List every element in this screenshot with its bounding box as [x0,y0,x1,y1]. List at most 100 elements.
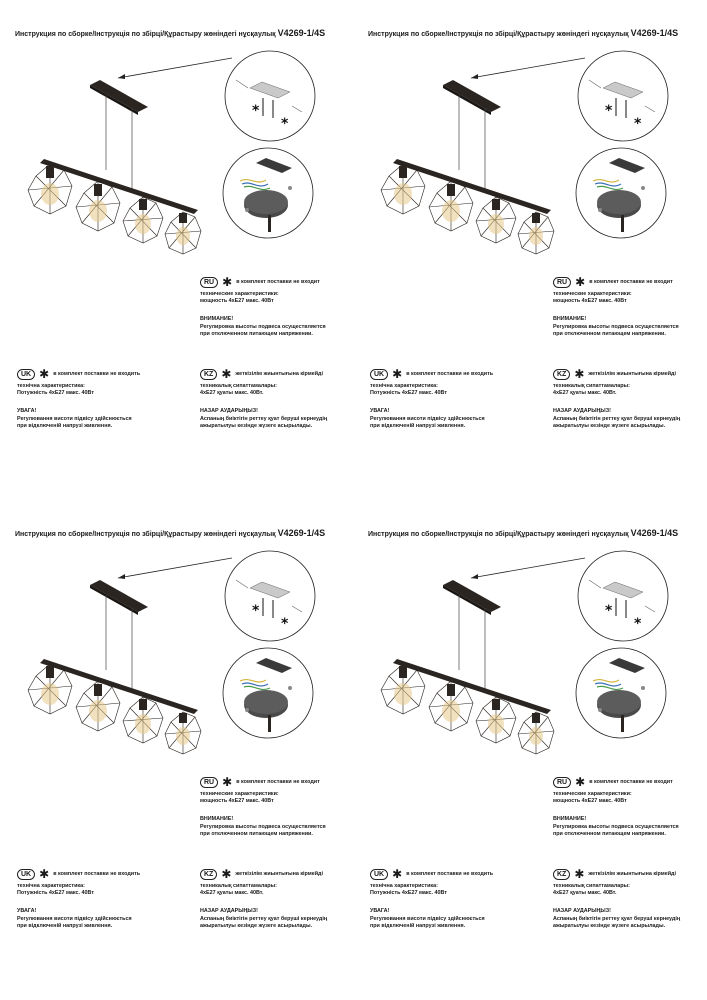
warning-line: при отключенном питающем напряжении. [200,830,313,837]
warning-line: Регулировка высоты подвеса осуществляетс… [200,823,326,830]
asterisk-icon: ✱ [575,775,586,789]
ru-section: RU ✱ в комплект поставки не входит техни… [200,775,326,838]
language-badge-uk: UK [17,869,36,880]
not-included-note: жеткізілім жиынтығына кірмейді [588,870,676,877]
asterisk-icon: ✱ [39,867,50,881]
warning-heading: ВНИМАНИЕ! [553,816,587,823]
warning-line: Регулювання висоти підвісу здійснюється [370,915,485,922]
chandelier-illustration: * * [380,50,669,255]
spec-value: 4хЕ27 қуаты макс. 40Вт. [553,390,617,397]
spec-value: 4хЕ27 қуаты макс. 40Вт. [200,890,264,897]
spec-value: Потужність 4хЕ27 макс. 40Вт [17,390,94,397]
asterisk-icon: ✱ [575,275,586,289]
asterisk-icon: ✱ [392,867,403,881]
warning-line: Регулювання висоти підвісу здійснюється [17,915,132,922]
svg-text:*: * [605,603,613,619]
spec-heading: техникалық сипаттамалары: [200,883,277,889]
spec-value: 4хЕ27 қуаты макс. 40Вт. [553,890,617,897]
asterisk-icon: ✱ [222,775,233,789]
warning-line: Регулировка высоты подвеса осуществляетс… [553,823,679,830]
asterisk-icon: ✱ [222,275,233,289]
instruction-copy: Инструкция по сборке/Інструкція по збірц… [353,500,706,1000]
warning-heading: НАЗАР АУДАРЫҢЫЗ! [553,408,611,415]
chandelier-illustration: * * [27,550,316,755]
spec-heading: технічна характеристика: [370,883,438,889]
not-included-note: в комплект поставки не входить [406,370,494,377]
warning-heading: ВНИМАНИЕ! [200,316,234,323]
spec-heading: технічна характеристика: [370,383,438,389]
spec-heading: техникалық сипаттамалары: [200,383,277,389]
language-badge-uk: UK [17,369,36,380]
not-included-note: жеткізілім жиынтығына кірмейді [235,870,323,877]
asterisk-icon: ✱ [392,367,403,381]
mounting-bracket-illustration: * * [577,550,669,642]
language-badge-kz: KZ [200,369,218,380]
warning-line: при отключенном питающем напряжении. [200,330,313,337]
warning-heading: НАЗАР АУДАРЫҢЫЗ! [200,908,258,915]
ru-section: RU ✱ в комплект поставки не входит техни… [553,275,679,338]
ceiling-canopy-wiring-illustration [222,147,314,239]
spec-value: мощность 4хЕ27 макс. 40Вт [553,798,627,805]
instruction-copy: Инструкция по сборке/Інструкція по збірц… [0,500,353,1000]
warning-line: при відключеній напрузі живлення. [370,422,466,429]
language-badge-uk: UK [370,369,389,380]
warning-heading: НАЗАР АУДАРЫҢЫЗ! [553,908,611,915]
language-badge-ru: RU [553,777,572,788]
svg-text:*: * [605,103,613,119]
mounting-bracket-illustration: * * [224,50,316,142]
ceiling-canopy-wiring-illustration [222,647,314,739]
language-badge-kz: KZ [553,869,571,880]
spec-value: 4хЕ27 қуаты макс. 40Вт. [200,390,264,397]
svg-text:*: * [634,116,642,132]
ru-section: RU ✱ в комплект поставки не входит техни… [200,275,326,338]
spec-heading: технические характеристики: [200,791,279,797]
svg-text:*: * [252,603,260,619]
model-code: V4269-1/4S [277,528,326,538]
spec-value: мощность 4хЕ27 макс. 40Вт [553,298,627,305]
ru-section: RU ✱ в комплект поставки не входит техни… [553,775,679,838]
mounting-bracket-illustration: * * [224,550,316,642]
mounting-bracket-illustration: * * [577,50,669,142]
warning-heading: УВАГА! [370,908,390,915]
warning-line: Аспаның биіктігін реттеу қуат беруші кер… [553,915,681,922]
asterisk-icon: ✱ [574,867,585,881]
warning-heading: УВАГА! [370,408,390,415]
uk-section: UK ✱ в комплект поставки не входить техн… [17,867,140,930]
warning-line: Регулировка высоты подвеса осуществляетс… [200,323,326,330]
not-included-note: в комплект поставки не входит [589,278,673,285]
spec-value: мощность 4хЕ27 макс. 40Вт [200,298,274,305]
svg-text:*: * [252,103,260,119]
warning-heading: НАЗАР АУДАРЫҢЫЗ! [200,408,258,415]
warning-line: ажыратылуы кезінде жүзеге асырылады. [553,922,666,929]
language-badge-kz: KZ [200,869,218,880]
ceiling-canopy-wiring-illustration [575,647,667,739]
spec-value: Потужність 4хЕ27 макс. 40Вт [370,890,447,897]
document-title: Инструкция по сборке/Інструкція по збірц… [368,28,678,38]
chandelier-illustration: * * [27,50,316,255]
spec-heading: технічна характеристика: [17,383,85,389]
not-included-note: в комплект поставки не входит [236,278,320,285]
instruction-copy: Инструкция по сборке/Інструкція по збірц… [0,0,353,500]
instruction-copy: Инструкция по сборке/Інструкція по збірц… [353,0,706,500]
warning-heading: УВАГА! [17,408,37,415]
kz-section: KZ ✱ жеткізілім жиынтығына кірмейді техн… [553,867,681,930]
uk-section: UK ✱ в комплект поставки не входить техн… [370,367,494,430]
asterisk-icon: ✱ [221,867,232,881]
model-code: V4269-1/4S [630,28,679,38]
language-badge-ru: RU [553,277,572,288]
language-badge-kz: KZ [553,369,571,380]
warning-line: при відключеній напрузі живлення. [17,422,113,429]
not-included-note: в комплект поставки не входит [589,778,673,785]
document-title: Инструкция по сборке/Інструкція по збірц… [15,528,325,538]
svg-text:*: * [281,116,289,132]
warning-heading: ВНИМАНИЕ! [200,816,234,823]
warning-line: Аспаның биіктігін реттеу қуат беруші кер… [553,415,681,422]
spec-heading: технические характеристики: [200,291,279,297]
spec-heading: технічна характеристика: [17,883,85,889]
title-text: Инструкция по сборке/Інструкція по збірц… [368,31,629,38]
spec-value: мощность 4хЕ27 макс. 40Вт [200,798,274,805]
spec-heading: технические характеристики: [553,291,632,297]
warning-line: при отключенном питающем напряжении. [553,330,666,337]
spec-heading: техникалық сипаттамалары: [553,883,630,889]
not-included-note: жеткізілім жиынтығына кірмейді [588,370,676,377]
